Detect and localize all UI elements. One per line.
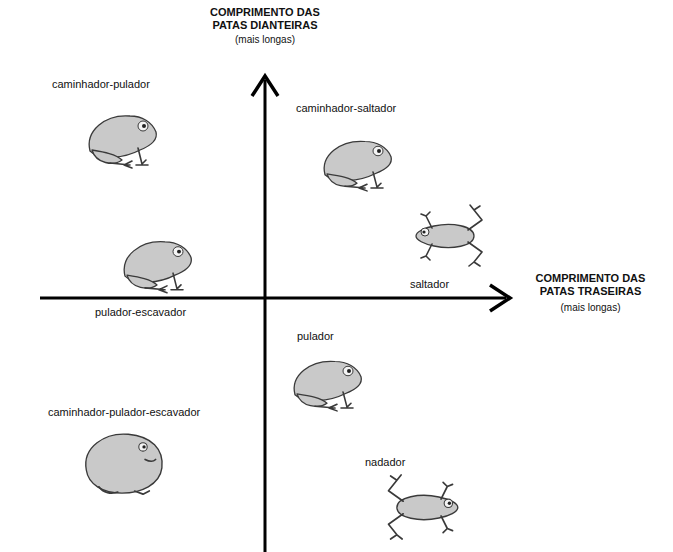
frog-figure xyxy=(294,361,361,411)
frog-label-box: saltador xyxy=(410,278,449,291)
axis-note: (mais longas) xyxy=(195,34,335,46)
frog-label: caminhador-pulador-escavador xyxy=(48,406,200,419)
horizontal-axis xyxy=(40,297,506,300)
frog-label: caminhador-pulador xyxy=(52,78,150,91)
frog-label-box: pulador-escavador xyxy=(95,306,186,319)
frog-label: saltador xyxy=(410,278,449,291)
vertical-axis xyxy=(264,80,267,552)
frog-figure xyxy=(416,205,482,266)
frog-label-box: nadador xyxy=(365,456,405,469)
axis-arrowhead xyxy=(252,76,278,96)
axis-arrowhead xyxy=(490,285,510,311)
frog-label: caminhador-saltador xyxy=(296,102,396,115)
axis-title: COMPRIMENTO DAS PATAS DIANTEIRAS xyxy=(195,6,335,32)
frog-label-box: caminhador-pulador-escavador xyxy=(48,406,200,419)
axis-note-box: (mais longas) xyxy=(195,34,335,46)
frog-figure xyxy=(389,475,458,539)
frog-figure xyxy=(324,141,391,191)
frog-figure xyxy=(86,434,162,494)
frog-label: pulador-escavador xyxy=(95,306,186,319)
axis-title-box: COMPRIMENTO DAS PATAS TRASEIRAS xyxy=(518,272,663,298)
axis-note-box: (mais longas) xyxy=(518,302,663,314)
frog-label: pulador xyxy=(297,330,334,343)
frog-label-box: caminhador-pulador xyxy=(52,78,150,91)
frog-figure xyxy=(124,242,191,293)
axis-title-box: COMPRIMENTO DAS PATAS DIANTEIRAS xyxy=(195,6,335,32)
axis-note: (mais longas) xyxy=(518,302,663,314)
frog-label-box: caminhador-saltador xyxy=(296,102,396,115)
frog-figure xyxy=(89,116,156,168)
frog-label: nadador xyxy=(365,456,405,469)
axis-title: COMPRIMENTO DAS PATAS TRASEIRAS xyxy=(518,272,663,298)
frog-label-box: pulador xyxy=(297,330,334,343)
